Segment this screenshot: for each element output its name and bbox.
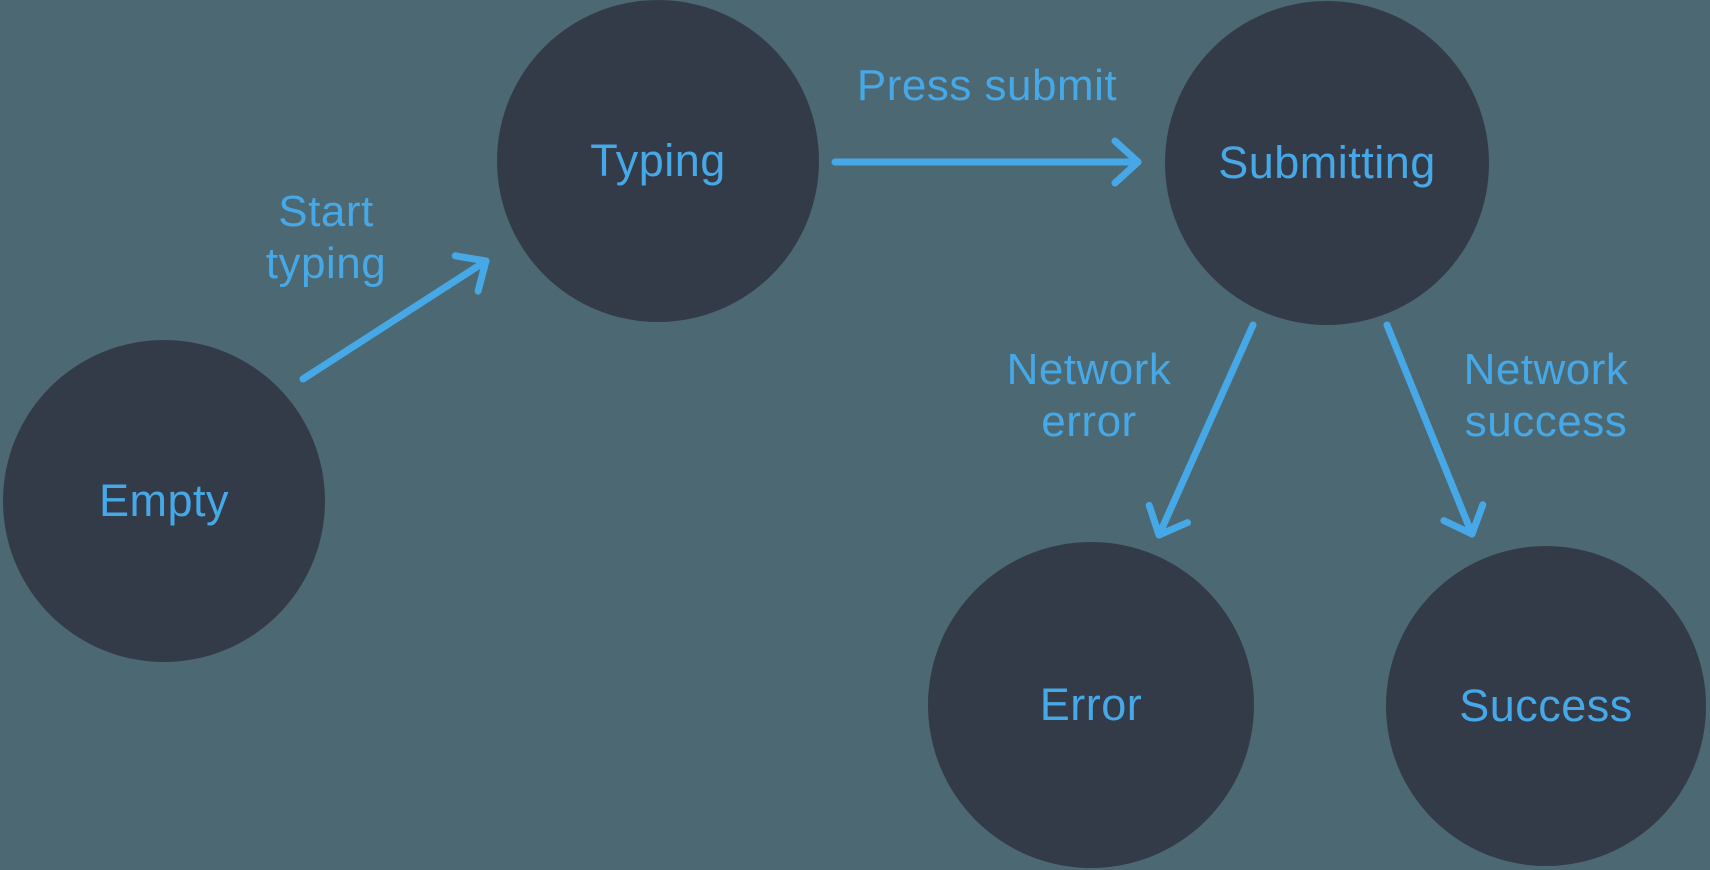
edge-network-success-arrow	[1383, 321, 1487, 538]
edge-label-press-submit-line1: Press submit	[856, 61, 1118, 110]
state-node-typing-label: Typing	[590, 135, 726, 186]
state-node-success-label: Success	[1459, 680, 1633, 731]
edge-label-start-typing-line1: Start	[278, 187, 374, 236]
edge-network-error-arrow	[1145, 321, 1257, 539]
edge-label-network-error-line1: Network	[1006, 345, 1172, 394]
edge-label-network-success: Network success	[1396, 344, 1696, 448]
state-node-empty: Empty	[3, 340, 325, 662]
edge-label-start-typing: Start typing	[176, 186, 476, 290]
edge-label-network-success-line2: success	[1464, 397, 1628, 446]
state-node-submitting-label: Submitting	[1218, 137, 1436, 188]
edge-label-network-error-line2: error	[1041, 397, 1137, 446]
edge-label-press-submit: Press submit	[837, 60, 1137, 112]
state-node-error: Error	[928, 542, 1254, 868]
state-node-error-label: Error	[1039, 679, 1143, 730]
state-node-typing: Typing	[497, 0, 819, 322]
state-node-empty-label: Empty	[98, 475, 230, 526]
state-node-submitting: Submitting	[1165, 1, 1489, 325]
edge-start-typing-arrow	[299, 252, 490, 383]
edge-label-network-error: Network error	[939, 344, 1239, 448]
edge-label-start-typing-line2: typing	[265, 239, 387, 288]
state-node-success: Success	[1386, 546, 1706, 866]
edge-label-network-success-line1: Network	[1463, 345, 1629, 394]
